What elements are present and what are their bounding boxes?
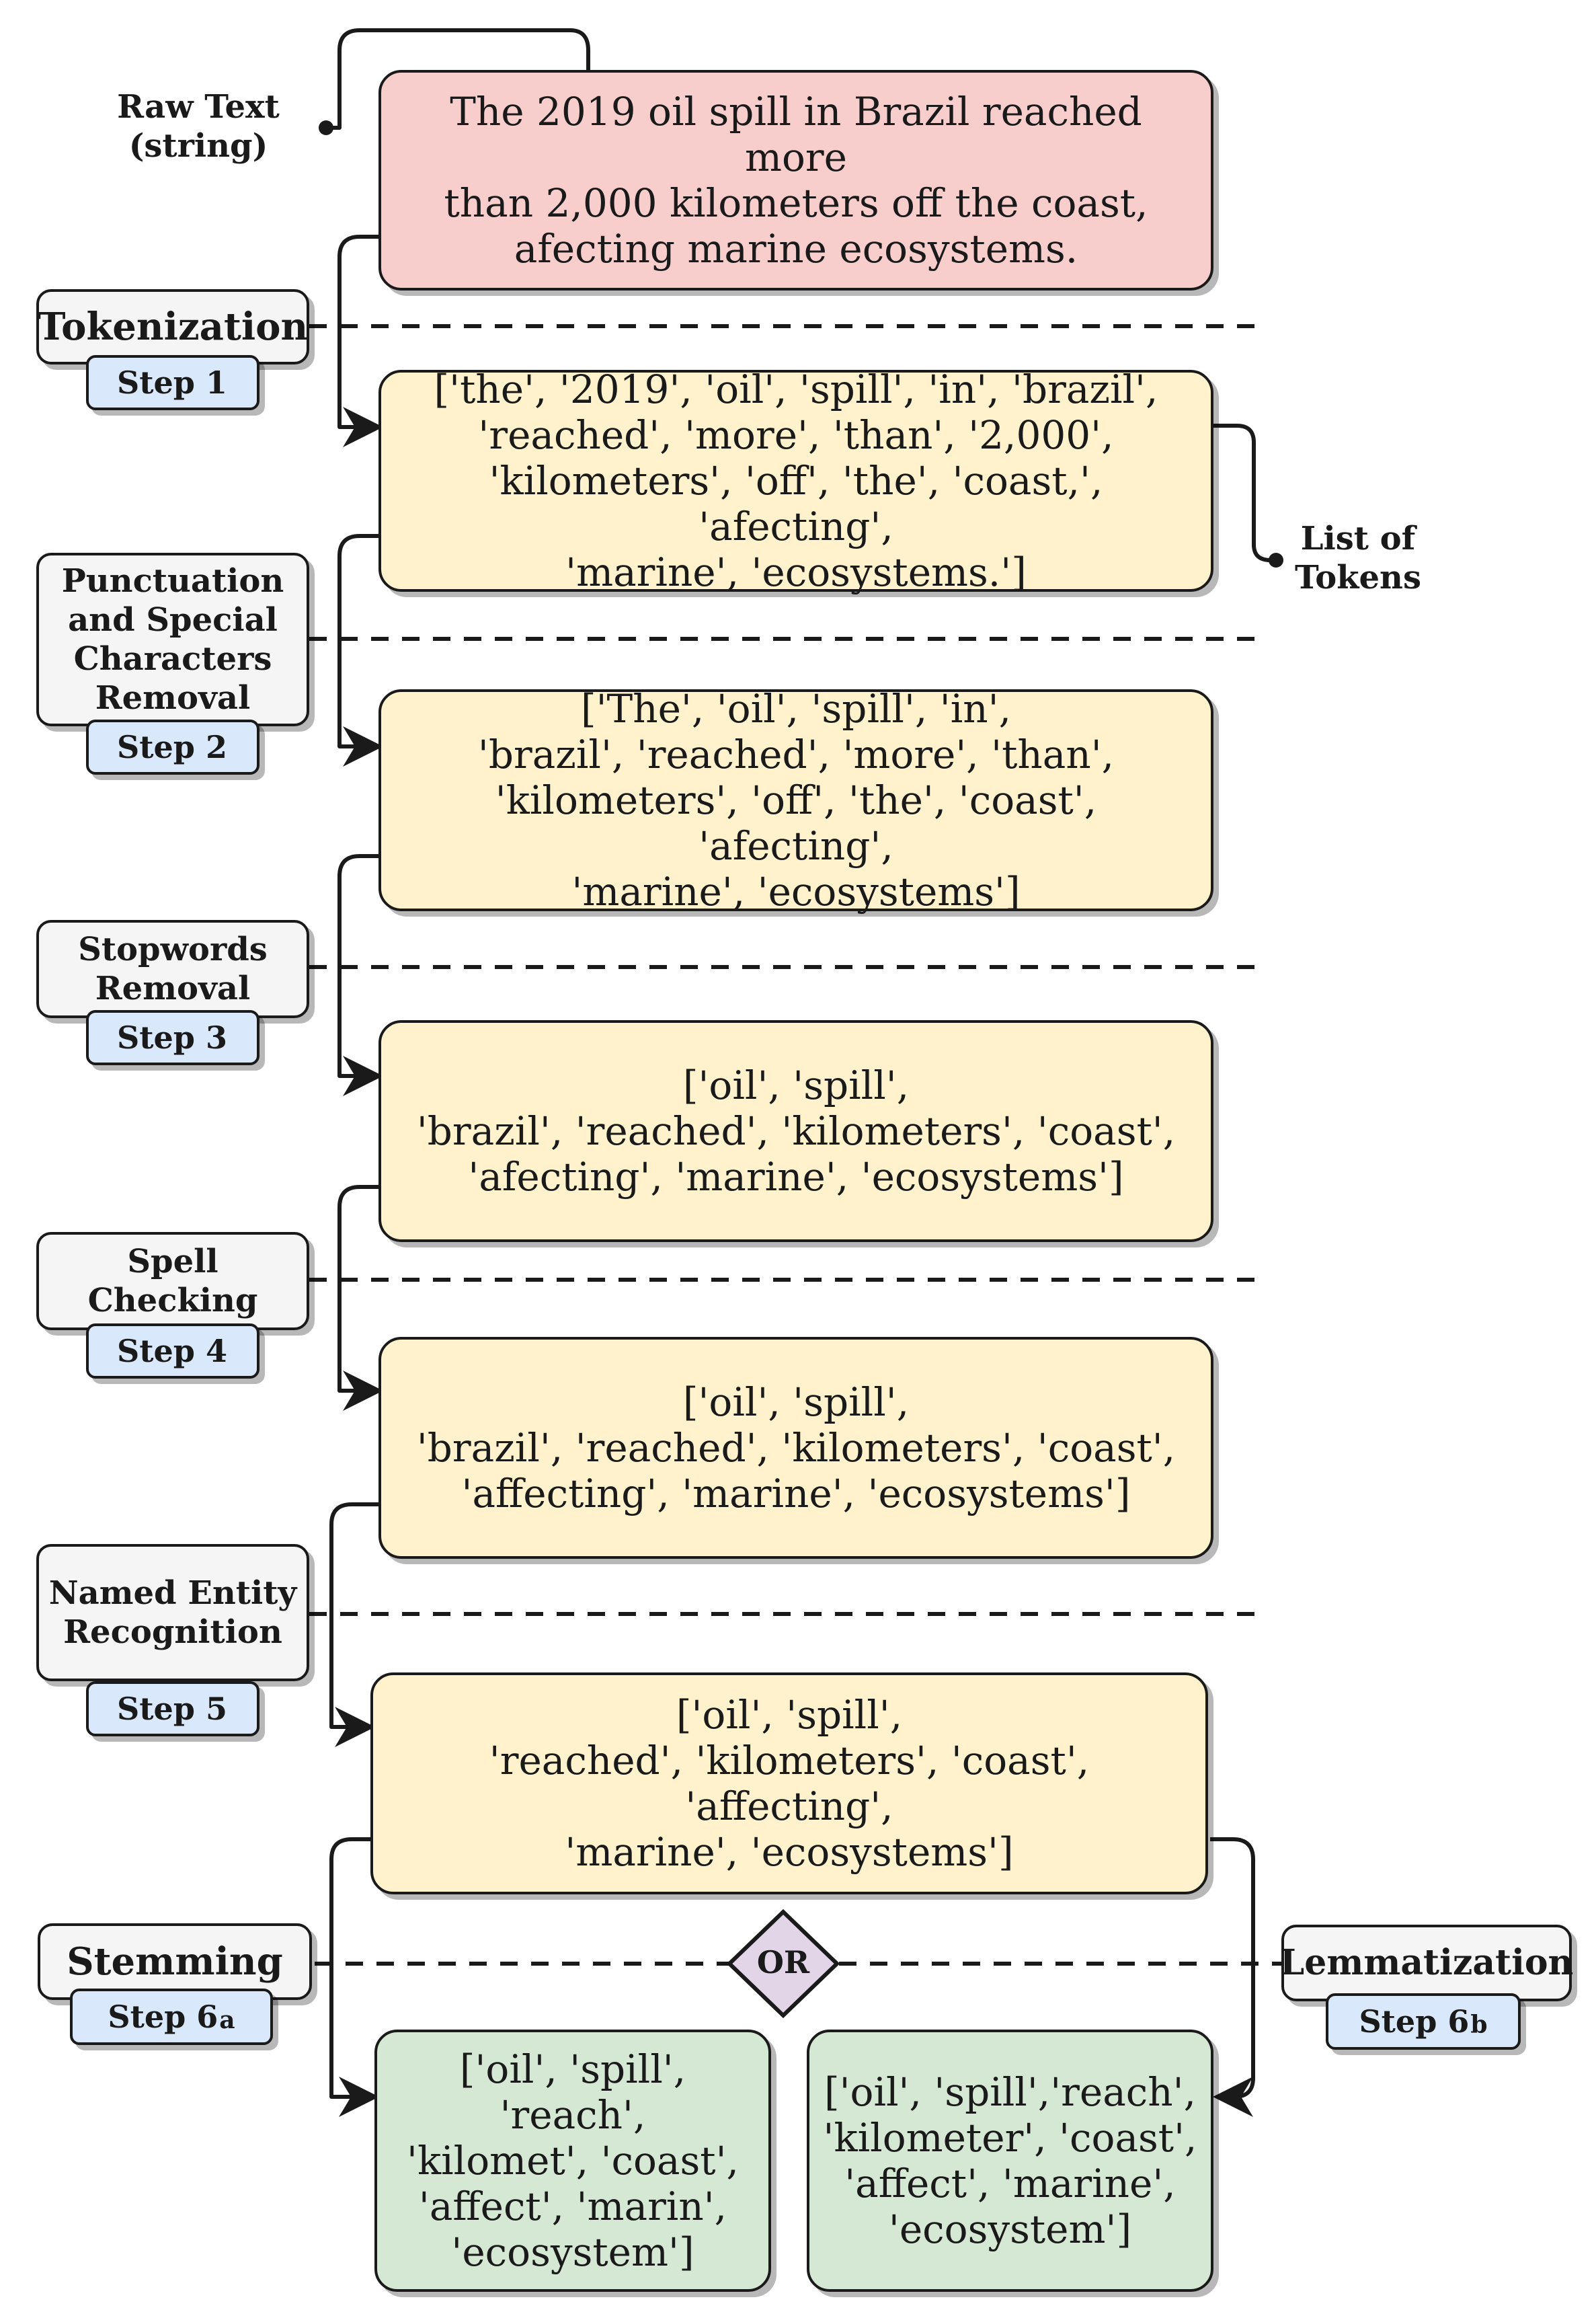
raw-label-pointer — [326, 28, 590, 130]
raw-text-label: Raw Text (string) — [117, 88, 280, 165]
stage-punctuation-removal: Punctuation and Special Characters Remov… — [36, 553, 309, 726]
step2-output-box: ['The', 'oil', 'spill', 'in', 'brazil', … — [378, 686, 1213, 915]
stage-stemming: Stemming — [38, 1923, 312, 2000]
or-label: OR — [756, 1944, 810, 1980]
arrow-step5-to-lemmatization — [1210, 1837, 1255, 2117]
lemmatization-output-box: ['oil', 'spill','reach', 'kilometer', 'c… — [807, 2030, 1213, 2292]
arrow-step5-to-stemming — [329, 1837, 379, 2117]
stemming-output-box: ['oil', 'spill', 'reach', 'kilomet', 'co… — [374, 2030, 771, 2292]
step-1-badge: Step 1 — [86, 355, 260, 410]
tokens-label-dot — [1269, 553, 1283, 568]
stage-spell-checking: Spell Checking — [36, 1232, 309, 1330]
stage-lemmatization: Lemmatization — [1280, 1925, 1573, 2001]
stage-tokenization: Tokenization — [36, 289, 309, 364]
arrow-step4-to-step5 — [329, 1502, 380, 1747]
arrow-step1-to-step2 — [337, 534, 383, 767]
list-of-tokens-label: List of Tokens — [1295, 520, 1421, 596]
step-2-badge: Step 2 — [86, 720, 260, 775]
raw-label-dot — [319, 120, 333, 135]
arrow-step3-to-step4 — [337, 1185, 383, 1411]
arrow-step2-to-step3 — [337, 854, 383, 1096]
step3-output-box: ['oil', 'spill', 'brazil', 'reached', 'k… — [378, 1020, 1213, 1242]
step4-output-box: ['oil', 'spill', 'brazil', 'reached', 'k… — [378, 1337, 1213, 1559]
tokens-label-pointer — [1213, 424, 1271, 562]
step5-output-box: ['oil', 'spill', 'reached', 'kilometers'… — [370, 1672, 1208, 1894]
raw-text-box: The 2019 oil spill in Brazil reached mor… — [378, 70, 1213, 291]
stage-stopwords-removal: Stopwords Removal — [36, 920, 309, 1018]
step-3-badge: Step 3 — [86, 1010, 260, 1065]
stage-named-entity-recognition: Named Entity Recognition — [36, 1544, 309, 1681]
step1-output-box: ['the', '2019', 'oil', 'spill', 'in', 'b… — [378, 367, 1213, 595]
step-4-badge: Step 4 — [86, 1323, 260, 1379]
arrow-raw-to-step1 — [337, 235, 383, 447]
or-diamond — [726, 1909, 840, 2019]
step-5-badge: Step 5 — [86, 1681, 260, 1736]
